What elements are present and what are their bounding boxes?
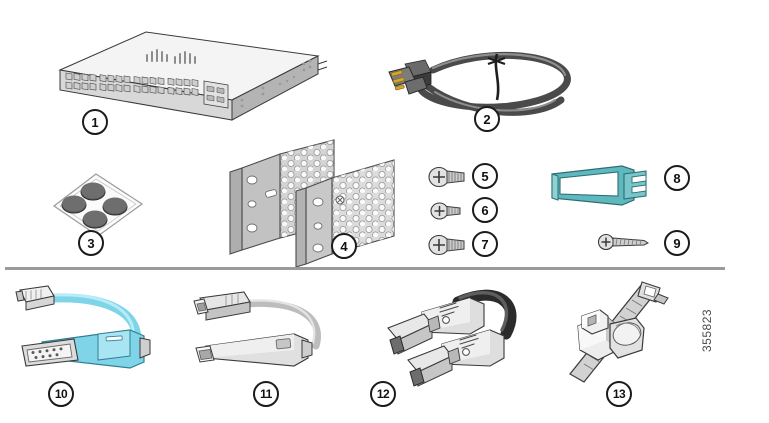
callout-1: 1 (82, 109, 108, 135)
callout-7: 7 (472, 231, 498, 257)
callout-3: 3 (78, 230, 104, 256)
callout-13: 13 (606, 381, 632, 407)
console-cable-rj45-db9 (14, 280, 174, 375)
screw-small (430, 201, 468, 221)
callout-2: 2 (474, 106, 500, 132)
long-screw (597, 232, 656, 252)
callout-12: 12 (370, 381, 396, 407)
rack-mount-switch (18, 28, 328, 128)
stackwise-stacking-cable (380, 282, 530, 394)
callout-9: 9 (664, 230, 690, 256)
callout-8: 8 (664, 165, 690, 191)
callout-4: 4 (331, 233, 357, 259)
cable-guard-bracket (548, 160, 658, 212)
screw-medium (428, 234, 470, 256)
cable-tie-clamp (548, 278, 678, 390)
section-divider (5, 267, 725, 270)
ac-power-cord (375, 42, 585, 132)
callout-5: 5 (472, 163, 498, 189)
callout-11: 11 (253, 381, 279, 407)
screw-large (428, 166, 470, 188)
usb-cable (190, 288, 340, 373)
callout-10: 10 (48, 381, 74, 407)
rack-mount-brackets (222, 138, 402, 268)
figure-id-watermark: 355823 (700, 308, 714, 352)
callout-6: 6 (472, 197, 498, 223)
